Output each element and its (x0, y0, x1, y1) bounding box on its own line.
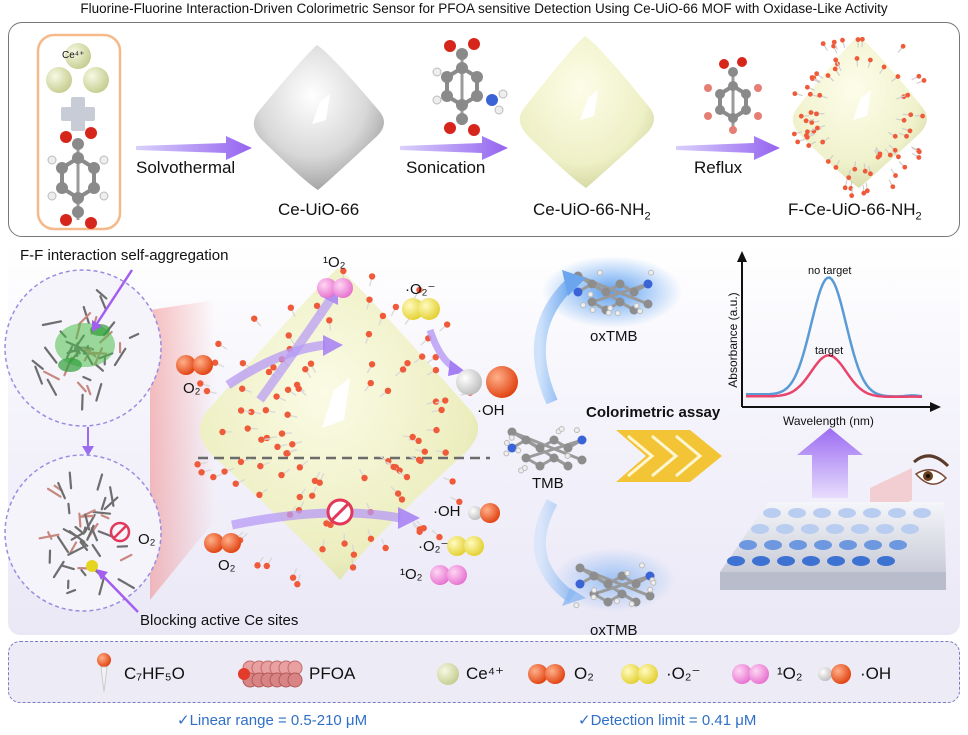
singlet-oxygen-label-bottom: ¹O₂ (400, 566, 423, 583)
ce-uio-66-octahedron (253, 45, 384, 190)
linear-range: ✓Linear range = 0.5-210 μM (177, 712, 368, 729)
o2-zoom-label: O₂ (138, 531, 156, 548)
well-plate (720, 502, 946, 590)
oxidation-arrow-up (533, 277, 577, 405)
blocking-label: Blocking active Ce sites (140, 612, 299, 629)
step-sonication: Sonication (406, 158, 486, 177)
singlet-oxygen-top (317, 278, 353, 298)
ff-aggregation-zoom (4, 269, 162, 427)
hydroxyl-top (456, 366, 518, 398)
figure-title: Fluorine-Fluorine Interaction-Driven Col… (80, 1, 888, 16)
detection-limit: ✓Detection limit = 0.41 μM (578, 712, 757, 729)
oxidation-arrow-down (533, 499, 576, 603)
o2-label-top: O₂ (183, 380, 201, 397)
readout-arrow (797, 428, 863, 498)
legend-pfoa: PFOA (309, 664, 356, 683)
colorimetric-assay-label: Colorimetric assay (586, 404, 721, 421)
legend-no-target: no target (808, 265, 852, 277)
legend-ce: Ce⁴⁺ (466, 664, 505, 683)
singlet-oxygen-bottom (430, 565, 467, 585)
step-solvothermal: Solvothermal (136, 158, 236, 177)
absorbance-chart (737, 251, 941, 412)
pfoa-icon (238, 660, 303, 688)
hydroxyl-label-bottom: ·OH (433, 503, 461, 520)
blocked-icon (109, 521, 131, 543)
aminoterephthalic-acid-molecule (432, 38, 508, 136)
plus-icon (61, 97, 95, 131)
blocked-reaction-icon (326, 498, 354, 526)
blocking-zoom (4, 454, 162, 613)
ce-ion-label: Ce⁴⁺ (62, 50, 85, 61)
singlet-oxygen-legend-icon (732, 664, 769, 684)
o2-legend-icon (528, 664, 565, 684)
legend-c7hf5o: C₇HF₅O (124, 664, 185, 683)
superoxide-legend-icon (621, 664, 658, 684)
legend-o2: O₂ (574, 664, 594, 683)
perfluoro-molecule (704, 57, 762, 134)
product-ce-uio-66-nh2: Ce-UiO-66-NH2 (533, 200, 651, 223)
terephthalic-acid-molecule (47, 127, 109, 229)
sensor-octahedron (194, 267, 490, 588)
colorimetric-arrow (616, 430, 722, 482)
ce-ion-ball (46, 67, 72, 93)
tmb-label: TMB (532, 475, 564, 492)
legend-singlet-oxygen: ¹O₂ (777, 664, 803, 683)
ce-uio-66-nh2-octahedron (519, 36, 654, 188)
superoxide-top (402, 298, 440, 320)
hydroxyl-label-top: ·OH (477, 402, 505, 419)
reflux-arrow (676, 136, 780, 160)
f-ce-uio-66-nh2-octahedron (791, 36, 927, 199)
ce-legend-ball (437, 663, 459, 685)
superoxide-label-bottom: ·O₂⁻ (418, 538, 449, 555)
product-f-ce-uio-66-nh2: F-Ce-UiO-66-NH2 (788, 200, 922, 223)
o2-label-bottom: O₂ (218, 557, 236, 574)
oxtmb-label-top: oxTMB (590, 328, 638, 345)
oxtmb-label-bottom: oxTMB (590, 622, 638, 639)
product-ce-uio-66: Ce-UiO-66 (278, 200, 360, 219)
down-connector-arrow (82, 427, 94, 456)
superoxide-bottom (447, 536, 484, 556)
ff-aggregation-label: F-F interaction self-aggregation (20, 247, 229, 264)
o2-left-top (176, 355, 213, 375)
c7hf5o-icon (97, 653, 111, 693)
reactant-box (36, 33, 122, 231)
singlet-oxygen-label-top: ¹O₂ (323, 254, 346, 271)
legend-hydroxyl: ·OH (860, 664, 892, 683)
solvothermal-arrow (136, 136, 252, 160)
ff-pointer-arrow (94, 269, 134, 326)
hydroxyl-legend-icon (818, 664, 851, 684)
superoxide-label-top: ·O₂⁻ (405, 281, 436, 298)
legend-superoxide: ·O₂⁻ (666, 664, 701, 683)
o2-left-bottom (204, 533, 241, 553)
zoom-fan (150, 300, 215, 600)
ce-ion-ball (65, 43, 91, 69)
legend-panel (8, 641, 960, 703)
sonication-arrow (400, 136, 508, 160)
x-axis-label: Wavelength (nm) (783, 414, 874, 428)
series-line-target (746, 354, 923, 399)
hydroxyl-bottom (468, 503, 500, 523)
legend-target: target (815, 345, 844, 357)
step-reflux: Reflux (694, 158, 743, 177)
ce-ion-ball (83, 67, 109, 93)
